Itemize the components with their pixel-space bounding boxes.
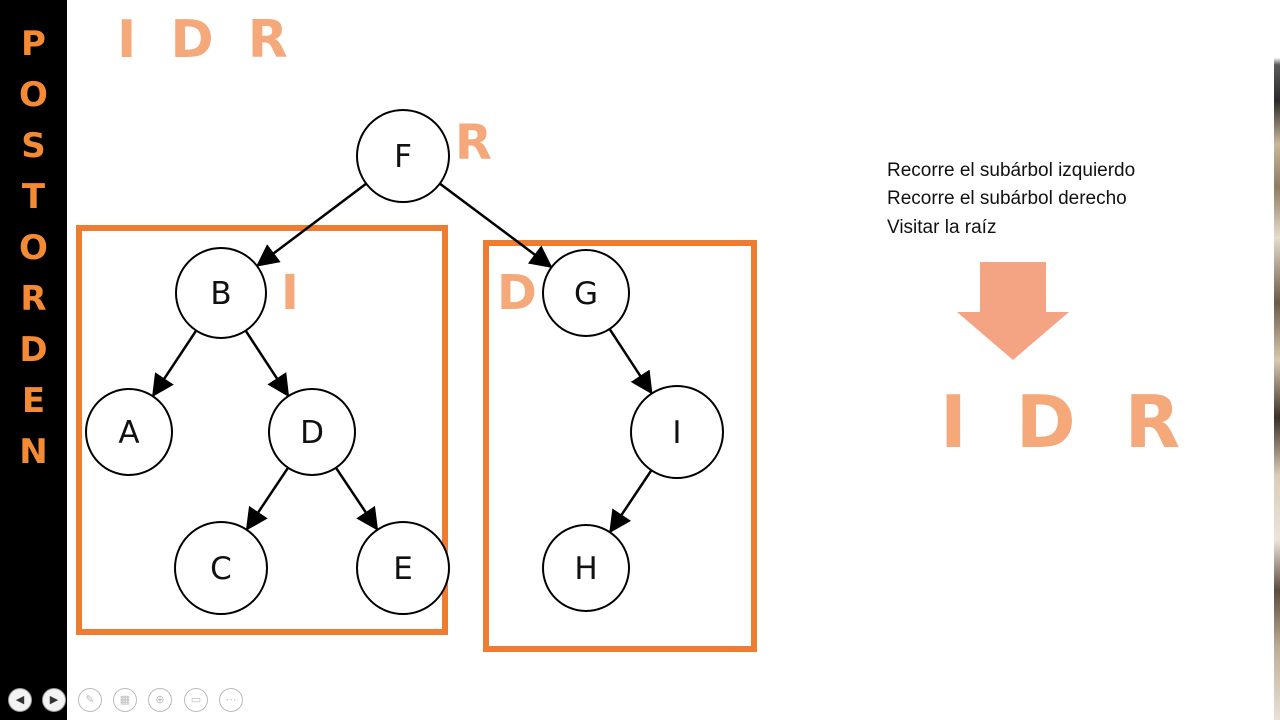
tree-node-h [542, 524, 630, 612]
tree-node-d [268, 388, 356, 476]
slides-grid-icon[interactable]: ▦ [113, 688, 137, 712]
tree-node-label: C [210, 551, 232, 587]
tree-node-e [356, 521, 450, 615]
root-tag: R [455, 115, 492, 171]
step-left-subtree: Recorre el subárbol izquierdo [887, 160, 1136, 181]
tree-edge-b-d [244, 329, 290, 398]
presentation-slide: I D R F B G A D I C E H R I D Recorre el subárbo… [67, 0, 1274, 720]
vertical-title-letter: O [19, 75, 48, 115]
subtitles-icon[interactable]: ▭ [184, 688, 208, 712]
more-icon[interactable]: ⋯ [219, 688, 243, 712]
vertical-title-letter: R [20, 279, 47, 319]
vertical-title-letter: T [21, 177, 46, 217]
tree-node-label: E [393, 551, 413, 587]
left-subtree-tag: I [281, 265, 299, 321]
step-visit-root: Visitar la raíz [887, 217, 997, 238]
tree-node-label: G [574, 276, 598, 312]
vertical-title-letter: N [19, 432, 48, 472]
vertical-title-letter: O [19, 228, 48, 268]
right-subtree-box [483, 240, 757, 652]
vertical-title-bar: P O S T O R D E N [0, 0, 67, 720]
tree-node-i [630, 385, 724, 479]
tree-edge-d-e [334, 467, 379, 531]
tree-node-label: H [574, 551, 597, 587]
result-order: I D R [940, 380, 1193, 464]
tree-node-c [174, 521, 268, 615]
tree-node-label: B [210, 276, 231, 312]
pen-icon[interactable]: ✎ [78, 688, 102, 712]
tree-edges [152, 182, 653, 534]
slide-title: I D R [117, 10, 296, 70]
tree-node-label: A [118, 415, 139, 451]
tree-edge-f-b [255, 182, 368, 267]
tree-node-label: F [394, 139, 412, 175]
tree-node-f [356, 109, 450, 203]
zoom-icon[interactable]: ⊕ [148, 688, 172, 712]
prev-slide-icon[interactable]: ◀ [8, 688, 32, 712]
tree-node-b [175, 247, 267, 339]
step-right-subtree: Recorre el subárbol derecho [887, 188, 1127, 209]
background-strip [1274, 0, 1280, 720]
tree-nodes: F B G A D I C E H [85, 109, 724, 615]
vertical-title-letter: P [21, 24, 46, 64]
tree-edge-d-c [245, 467, 290, 531]
vertical-title-letter: D [19, 330, 48, 370]
down-arrow-icon [957, 262, 1069, 360]
tree-edge-g-i [608, 328, 653, 395]
tree-node-a [85, 388, 173, 476]
vertical-title-letter: E [21, 381, 46, 421]
binary-tree-diagram: F B G A D I C E H [76, 109, 1069, 652]
next-slide-icon[interactable]: ▶ [42, 688, 66, 712]
tree-node-label: D [300, 415, 324, 451]
tree-edge-i-h [609, 469, 653, 534]
tree-node-label: I [672, 415, 681, 451]
tree-edge-f-g [439, 182, 553, 268]
tree-edge-b-a [152, 329, 198, 398]
vertical-title-letter: S [21, 126, 46, 166]
left-subtree-box [76, 225, 448, 635]
tree-node-g [542, 249, 630, 337]
right-subtree-tag: D [497, 265, 537, 321]
